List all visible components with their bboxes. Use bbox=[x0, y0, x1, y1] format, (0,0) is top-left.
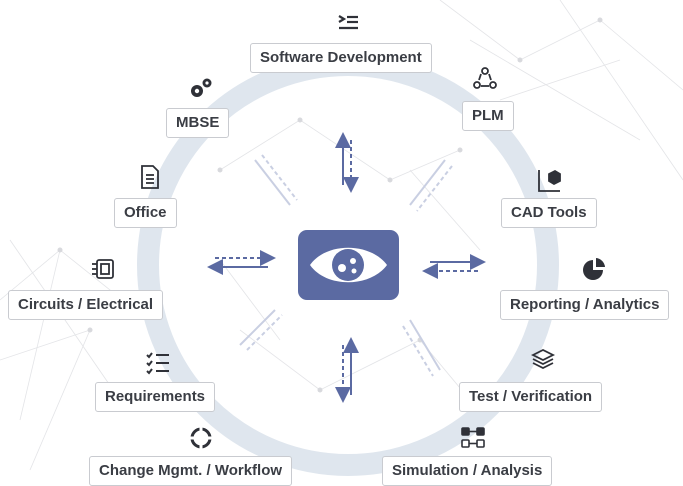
node-change-mgmt-workflow: Change Mgmt. / Workflow bbox=[89, 456, 293, 486]
eye-icon bbox=[310, 247, 387, 283]
stack-check-icon bbox=[530, 346, 556, 372]
node-test-verification: Test / Verification bbox=[459, 382, 603, 412]
node-plm: PLM bbox=[462, 101, 514, 131]
node-cad-tools: CAD Tools bbox=[501, 198, 597, 228]
hub-eye-tile bbox=[298, 230, 399, 300]
cube-axes-icon bbox=[535, 168, 561, 194]
chip-icon bbox=[90, 256, 116, 282]
gears-icon bbox=[188, 76, 214, 102]
network-nodes bbox=[57, 17, 603, 393]
node-software-development: Software Development bbox=[250, 43, 432, 73]
node-mbse: MBSE bbox=[166, 108, 230, 138]
refresh-circle-icon bbox=[188, 425, 214, 451]
node-circuits-electrical: Circuits / Electrical bbox=[8, 290, 164, 320]
document-icon bbox=[136, 164, 162, 190]
checklist-icon bbox=[145, 350, 171, 376]
pie-chart-icon bbox=[581, 256, 607, 282]
node-requirements: Requirements bbox=[95, 382, 216, 412]
flow-loop-icon bbox=[460, 425, 486, 451]
list-indent-icon bbox=[335, 10, 361, 36]
node-reporting-analytics: Reporting / Analytics bbox=[500, 290, 670, 320]
node-office: Office bbox=[114, 198, 177, 228]
hub-arrows bbox=[207, 132, 486, 403]
diagonal-arrows bbox=[239, 154, 453, 377]
cycle-nodes-icon bbox=[472, 66, 498, 92]
node-simulation-analysis: Simulation / Analysis bbox=[382, 456, 553, 486]
